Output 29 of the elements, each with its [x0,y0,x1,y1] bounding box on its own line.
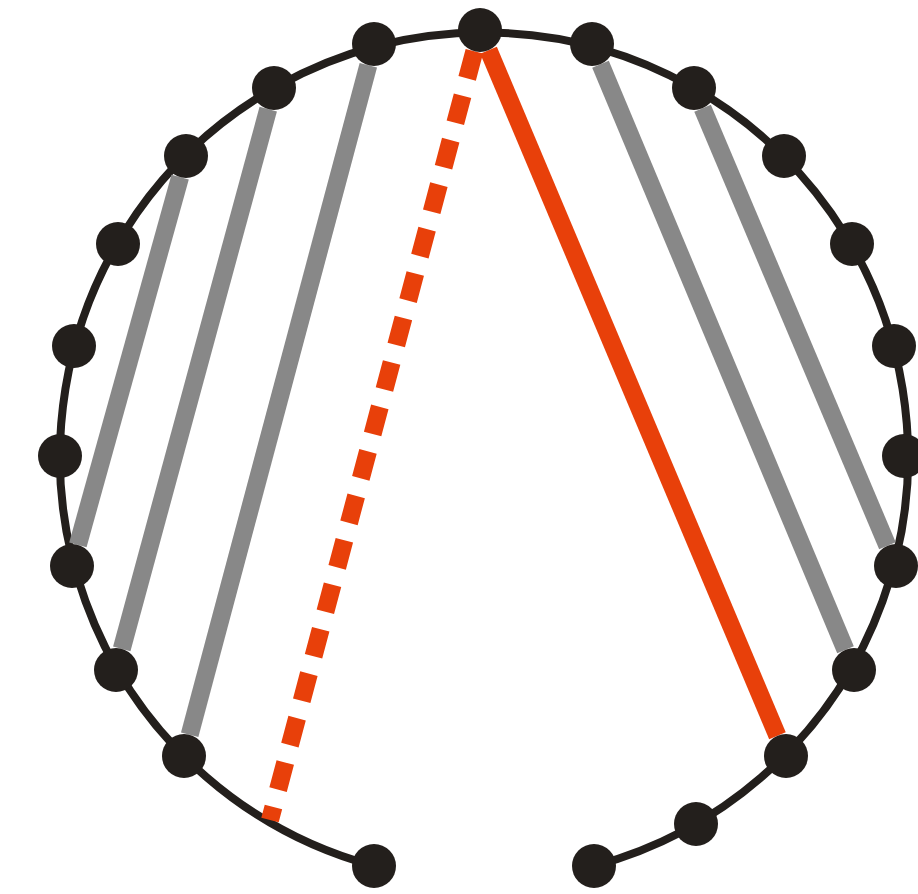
chord-line [592,60,854,654]
node-dot [38,434,82,478]
node-dot [252,66,296,110]
chord-line [694,104,896,550]
node-dot [458,8,502,52]
node-dot [874,544,918,588]
node-dot [352,844,396,888]
node-dot [52,324,96,368]
node-dot [764,734,808,778]
node-dot [882,434,918,478]
node-dot [674,802,718,846]
node-dot [762,134,806,178]
node-dot [162,734,206,778]
chord-line [113,106,277,652]
chord-line [180,62,378,738]
node-dot [572,844,616,888]
chord-line [261,48,484,823]
node-dot [94,648,138,692]
node-dot [672,66,716,110]
node-dot [352,22,396,66]
node-dot [570,22,614,66]
node-dot [164,134,208,178]
node-dot [872,324,916,368]
chord-line [480,46,786,740]
node-dot [832,648,876,692]
node-dot [50,544,94,588]
node-dot [96,222,140,266]
node-dot [830,222,874,266]
chord-line [69,174,189,548]
